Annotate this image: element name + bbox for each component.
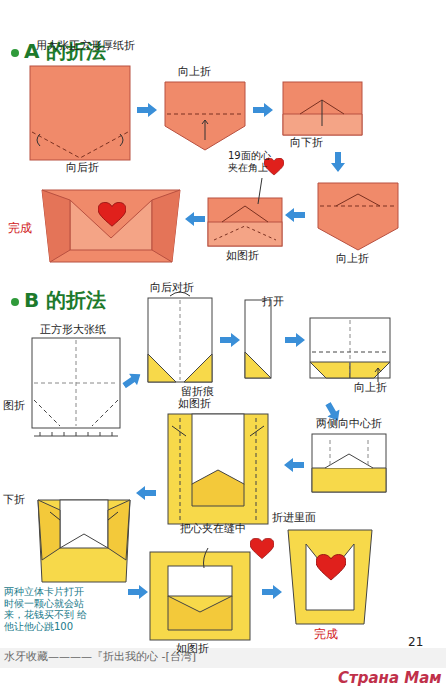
instruction-text: 正方形大张纸 bbox=[40, 324, 106, 337]
fold-note: 向后对折 bbox=[150, 282, 194, 295]
fold-note: 如图折 bbox=[226, 250, 259, 263]
fold-note: 把心夹在缝中 bbox=[180, 523, 246, 536]
fold-note: 两侧向中心折 bbox=[316, 418, 382, 431]
fold-note: 19面的心 夹在角上 bbox=[228, 150, 274, 173]
fold-note: 向后折 bbox=[66, 162, 99, 175]
section-heading: B 的折法 bbox=[24, 289, 106, 312]
fold-note: 如图折 bbox=[178, 398, 211, 411]
done-label: 完成 bbox=[8, 222, 32, 236]
note-text: 两种立体卡片打开 时候一颗心就会站 来，花钱买不到 给他让他心跳100 bbox=[4, 586, 96, 632]
source-banner: 水牙收藏————『折出我的心 -[台湾] bbox=[4, 651, 196, 664]
fold-note: 向上折 bbox=[354, 382, 387, 395]
fold-note: 图折 bbox=[3, 400, 25, 413]
fold-note: 向上折 bbox=[178, 66, 211, 79]
done-label: 完成 bbox=[314, 628, 338, 642]
fold-note: 向上折 bbox=[336, 253, 369, 266]
page-number: 21 bbox=[408, 636, 423, 650]
fold-note: 向下折 bbox=[290, 137, 323, 150]
fold-note: 留折痕 bbox=[181, 386, 214, 399]
watermark: Страна Мам bbox=[338, 670, 442, 687]
fold-note: 下折 bbox=[3, 494, 25, 507]
fold-note: 折进里面 bbox=[272, 512, 316, 525]
instruction-text: 用大张正方形厚纸折 bbox=[36, 40, 135, 53]
fold-note: 打开 bbox=[262, 296, 284, 309]
